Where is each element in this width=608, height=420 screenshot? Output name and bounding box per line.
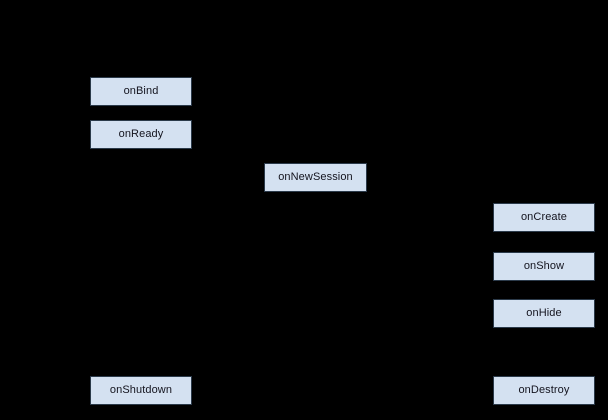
node-on-create[interactable]: onCreate (493, 203, 595, 232)
node-label-on-new-session: onNewSession (278, 171, 353, 183)
node-on-shutdown[interactable]: onShutdown (90, 376, 192, 405)
node-on-destroy[interactable]: onDestroy (493, 376, 595, 405)
node-on-new-session[interactable]: onNewSession (264, 163, 367, 192)
node-on-ready[interactable]: onReady (90, 120, 192, 149)
node-on-bind[interactable]: onBind (90, 77, 192, 106)
node-label-on-show: onShow (523, 260, 565, 272)
node-label-on-destroy: onDestroy (518, 384, 570, 396)
node-label-on-ready: onReady (118, 128, 164, 140)
node-label-on-shutdown: onShutdown (109, 384, 173, 396)
node-on-hide[interactable]: onHide (493, 299, 595, 328)
node-label-on-hide: onHide (526, 307, 562, 319)
node-label-on-create: onCreate (520, 211, 568, 223)
node-label-on-bind: onBind (123, 85, 159, 97)
node-on-show[interactable]: onShow (493, 252, 595, 281)
